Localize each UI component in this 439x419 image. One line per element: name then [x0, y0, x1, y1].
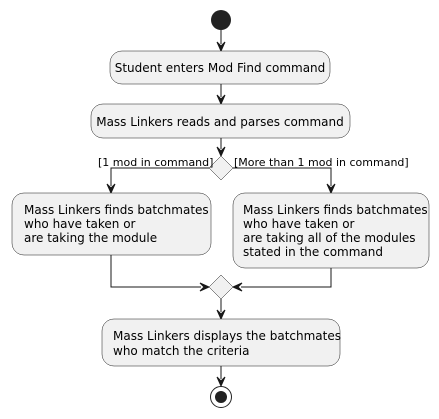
guard-single-mod: [1 mod in command] — [98, 156, 213, 169]
arrowhead — [216, 41, 226, 53]
activity-label: who have taken or — [24, 217, 136, 231]
merge-diamond — [208, 274, 234, 300]
activity-label: who have taken or — [243, 217, 355, 231]
decision-diamond — [208, 155, 234, 181]
arrowhead — [216, 376, 226, 388]
activity-label: Mass Linkers finds batchmates — [243, 203, 428, 217]
end-node — [210, 386, 232, 408]
activity-find-multiple-modules: Mass Linkers finds batchmates who have t… — [232, 192, 430, 269]
activity-display-batchmates: Mass Linkers displays the batchmates who… — [101, 318, 341, 367]
activity-label: Mass Linkers reads and parses command — [96, 115, 344, 129]
arrowhead — [199, 282, 211, 292]
arrowhead — [216, 146, 226, 158]
activity-find-single-module: Mass Linkers finds batchmates who have t… — [11, 192, 212, 256]
edge-decision-single — [110, 167, 209, 186]
guard-multiple-mods: [More than 1 mod in command] — [234, 156, 409, 169]
activity-label: Mass Linkers finds batchmates — [24, 203, 209, 217]
arrowhead — [216, 309, 226, 321]
activity-label: are taking the module — [24, 231, 157, 245]
arrowhead — [216, 94, 226, 106]
activity-label: Mass Linkers displays the batchmates — [113, 329, 341, 343]
activity-label: Student enters Mod Find command — [115, 61, 326, 75]
activity-enter-command: Student enters Mod Find command — [109, 50, 331, 85]
activity-label: are taking all of the modules — [243, 231, 416, 245]
edge-decision-multi — [233, 167, 332, 186]
edge-single-merge — [110, 255, 201, 288]
activity-label: stated in the command — [243, 245, 383, 259]
start-node — [211, 10, 231, 30]
edge-multi-merge — [241, 268, 332, 288]
activity-label: who match the criteria — [113, 344, 249, 358]
arrowhead — [326, 183, 336, 195]
arrowhead — [231, 282, 243, 292]
arrowhead — [106, 183, 116, 195]
activity-parse-command: Mass Linkers reads and parses command — [90, 103, 351, 139]
